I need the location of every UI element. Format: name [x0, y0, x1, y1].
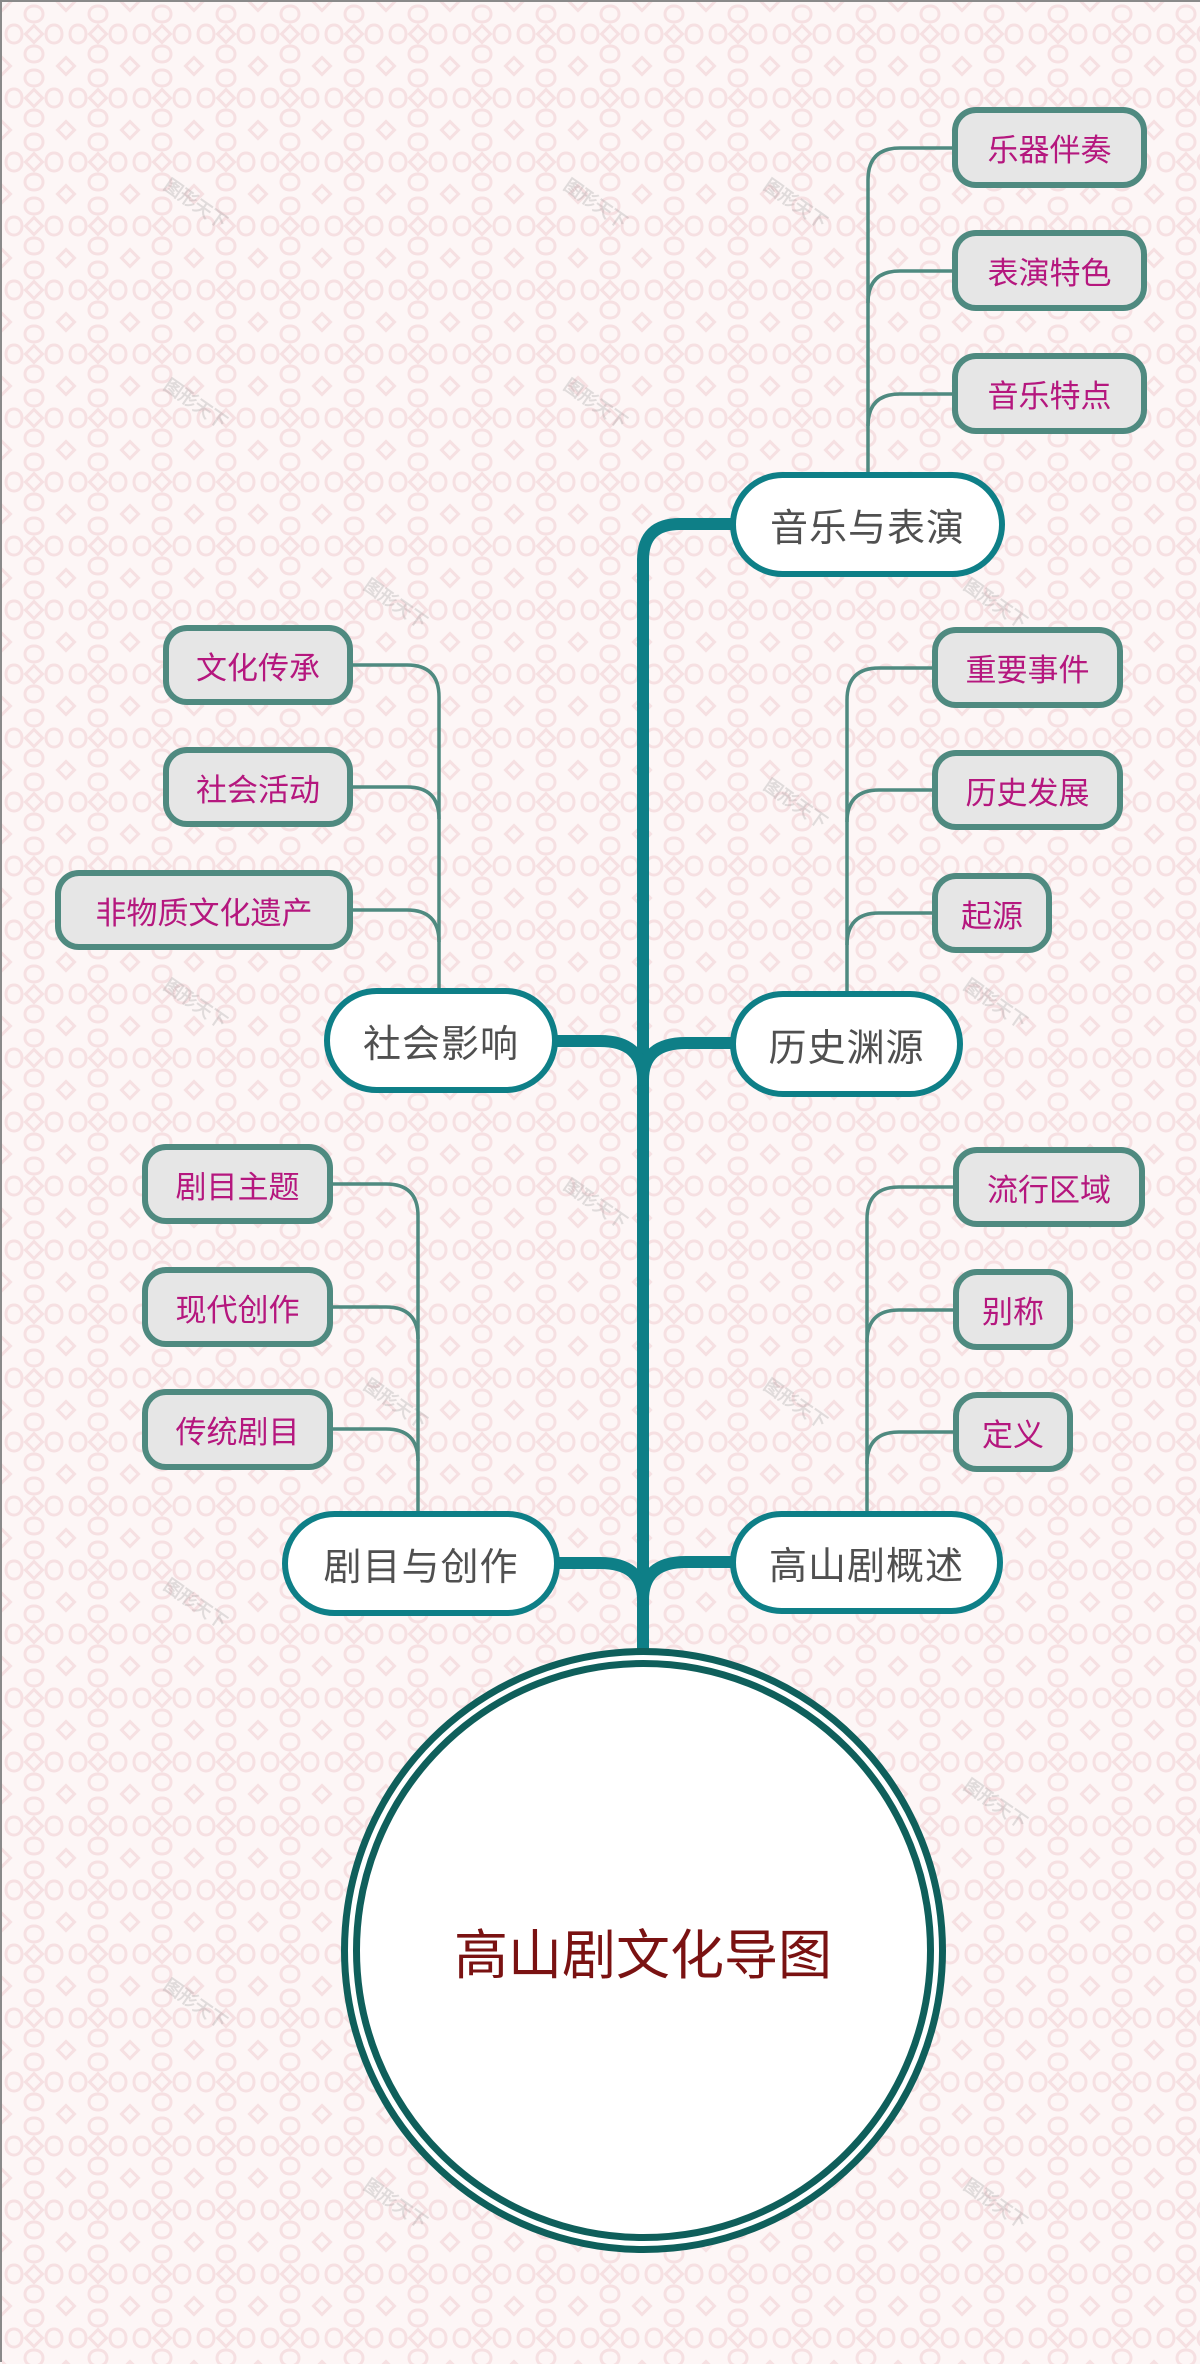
subtopic-label: 流行区域	[987, 1172, 1111, 1209]
subtopic-label: 剧目主题	[175, 1169, 300, 1206]
subtopic-label: 起源	[961, 898, 1023, 935]
subtopic-node[interactable]: 剧目主题	[142, 1144, 333, 1224]
subtopic-label: 定义	[982, 1417, 1044, 1454]
subtopic-node[interactable]: 重要事件	[932, 627, 1123, 708]
subtopic-node[interactable]: 现代创作	[142, 1267, 333, 1347]
topic-label: 音乐与表演	[769, 506, 965, 550]
branch-line-music	[637, 518, 738, 566]
subtopic-node[interactable]: 历史发展	[932, 750, 1123, 830]
topic-node-overview[interactable]: 高山剧概述	[730, 1511, 1003, 1614]
topic-label: 剧目与创作	[323, 1545, 519, 1589]
subtopic-node[interactable]: 表演特色	[952, 230, 1147, 311]
subtopic-node[interactable]: 传统剧目	[142, 1389, 333, 1470]
subtopic-label: 传统剧目	[175, 1415, 300, 1451]
topic-node-history-origin[interactable]: 历史渊源	[730, 991, 963, 1097]
subtopic-label: 重要事件	[965, 653, 1090, 689]
root-title: 高山剧文化导图	[454, 1923, 832, 1987]
subtopic-node[interactable]: 文化传承	[163, 625, 353, 705]
subtopic-label: 社会活动	[196, 772, 320, 809]
subtopic-node[interactable]: 社会活动	[163, 747, 353, 827]
root-node[interactable]	[353, 1660, 934, 2241]
subtopic-label: 音乐特点	[987, 379, 1112, 415]
subtopic-node[interactable]: 音乐特点	[952, 353, 1147, 434]
subtopic-label: 现代创作	[175, 1292, 300, 1329]
topic-node-music-performance[interactable]: 音乐与表演	[730, 472, 1005, 577]
subtopic-node[interactable]: 流行区域	[953, 1147, 1145, 1227]
topic-label: 历史渊源	[768, 1025, 925, 1070]
topic-label: 社会影响	[362, 1022, 519, 1066]
subtopic-node[interactable]: 定义	[953, 1392, 1073, 1472]
subtopic-label: 文化传承	[196, 650, 320, 687]
subtopic-node[interactable]: 别称	[953, 1269, 1073, 1350]
subtopic-node[interactable]: 乐器伴奏	[952, 107, 1147, 188]
subtopic-label: 乐器伴奏	[987, 133, 1112, 169]
branch-line-repertoire	[552, 1557, 649, 1606]
branch-line-overview	[637, 1556, 738, 1606]
subtopic-node[interactable]: 非物质文化遗产	[55, 870, 353, 950]
subtopic-label: 历史发展	[965, 775, 1090, 812]
topic-node-repertoire-creation[interactable]: 剧目与创作	[282, 1511, 560, 1616]
topic-label: 高山剧概述	[768, 1544, 964, 1588]
topic-node-social-impact[interactable]: 社会影响	[324, 988, 558, 1093]
subtopic-label: 表演特色	[987, 256, 1112, 292]
branch-line-history	[637, 1037, 738, 1086]
subtopic-label: 非物质文化遗产	[95, 895, 313, 932]
subtopic-label: 别称	[982, 1295, 1044, 1331]
subtopic-node[interactable]: 起源	[932, 873, 1052, 953]
branch-line-social	[550, 1035, 649, 1086]
